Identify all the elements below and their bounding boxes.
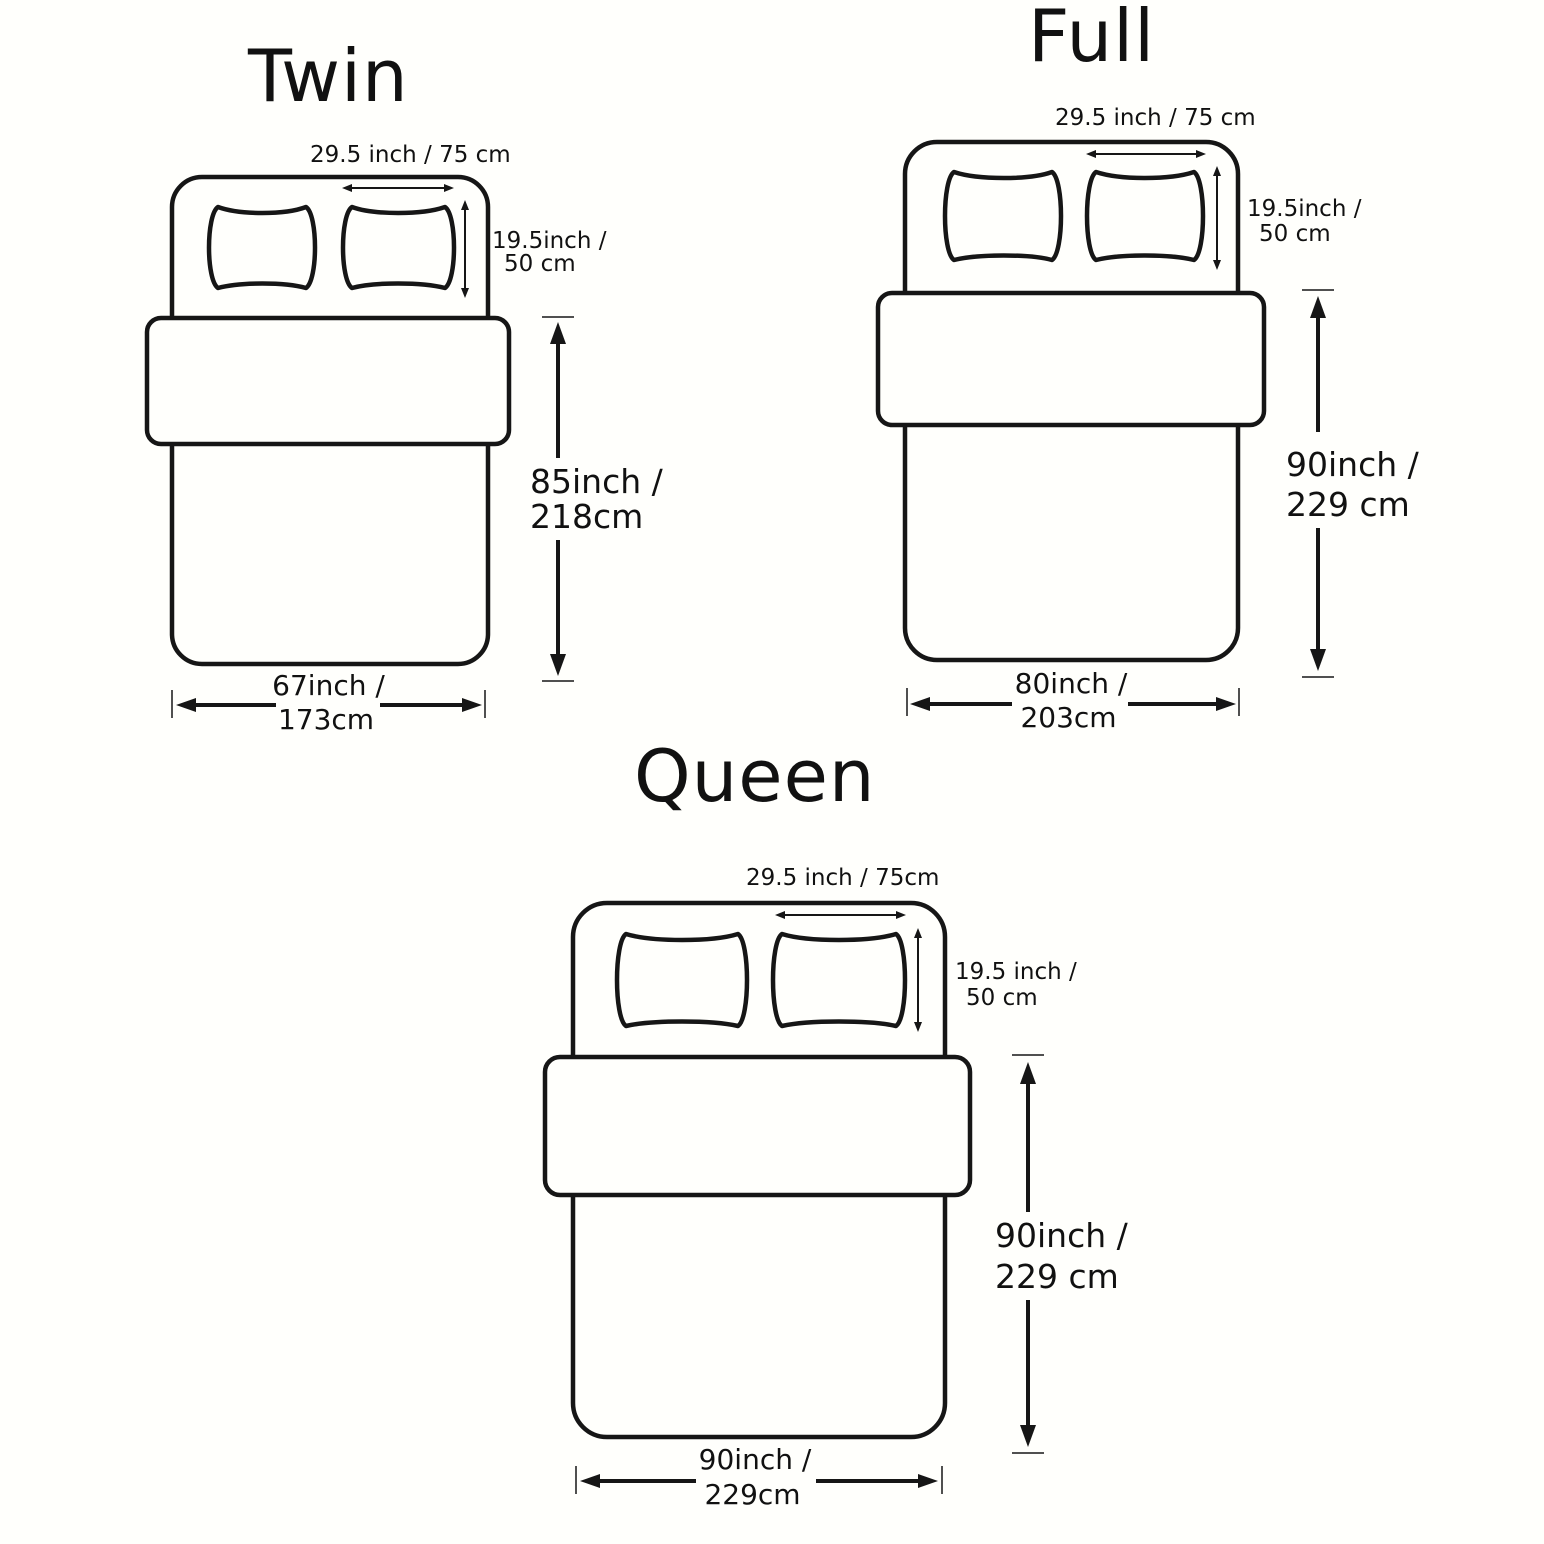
twin-length-label-1: 85inch / (530, 462, 663, 501)
full-pillow-width-arrow (1086, 150, 1206, 158)
full-width-arrow (906, 688, 1240, 716)
twin-pillow-right (340, 204, 457, 291)
queen-pillow-right (770, 931, 908, 1029)
twin-blanket-fold (144, 315, 512, 447)
full-length-arrow (1302, 289, 1334, 678)
twin-pillow-width-label: 29.5 inch / 75 cm (310, 142, 511, 168)
twin-width-label-1: 67inch / (272, 669, 385, 702)
queen-pillow-width-label: 29.5 inch / 75cm (746, 865, 940, 891)
twin-pillow-height-label-2: 50 cm (504, 251, 576, 277)
full-title: Full (1028, 0, 1156, 78)
full-pillow-right (1084, 169, 1206, 263)
twin-pillow-height-arrow (461, 200, 469, 298)
queen-width-arrow (575, 1466, 943, 1494)
queen-title: Queen (634, 734, 876, 818)
twin-width-arrow (171, 690, 486, 718)
twin-length-label-2: 218cm (530, 497, 644, 536)
queen-pillow-height-arrow (914, 928, 922, 1032)
queen-pillow-height-label-2: 50 cm (966, 985, 1038, 1011)
queen-pillow-width-arrow (775, 911, 906, 919)
twin-pillow-width-arrow (342, 184, 454, 192)
full-pillow-height-label-2: 50 cm (1259, 221, 1331, 247)
full-blanket-fold (875, 290, 1267, 428)
queen-length-arrow (1012, 1054, 1044, 1454)
queen-pillow-left (614, 931, 750, 1029)
queen-length-label-2: 229 cm (995, 1257, 1119, 1296)
full-pillow-height-label-1: 19.5inch / (1247, 196, 1362, 222)
queen-length-label-1: 90inch / (995, 1216, 1128, 1255)
queen-blanket-fold (542, 1054, 973, 1198)
full-pillow-height-arrow (1213, 166, 1221, 270)
queen-width-label-1: 90inch / (698, 1443, 812, 1476)
twin-title: Twin (248, 34, 409, 118)
twin-pillow-left (206, 204, 318, 291)
full-length-label-2: 229 cm (1286, 485, 1410, 524)
twin-width-label-2: 173cm (277, 703, 375, 736)
queen-width-label-2: 229cm (704, 1478, 801, 1511)
twin-pillow-height-label-1: 19.5inch / (492, 228, 607, 254)
full-width-label-2: 203cm (1020, 701, 1117, 734)
full-pillow-width-label: 29.5 inch / 75 cm (1055, 105, 1256, 131)
full-width-label-1: 80inch / (1014, 667, 1128, 700)
twin-length-arrow (542, 316, 574, 682)
queen-pillow-height-label-1: 19.5 inch / (955, 959, 1077, 985)
full-length-label-1: 90inch / (1286, 445, 1419, 484)
full-pillow-left (942, 169, 1064, 263)
